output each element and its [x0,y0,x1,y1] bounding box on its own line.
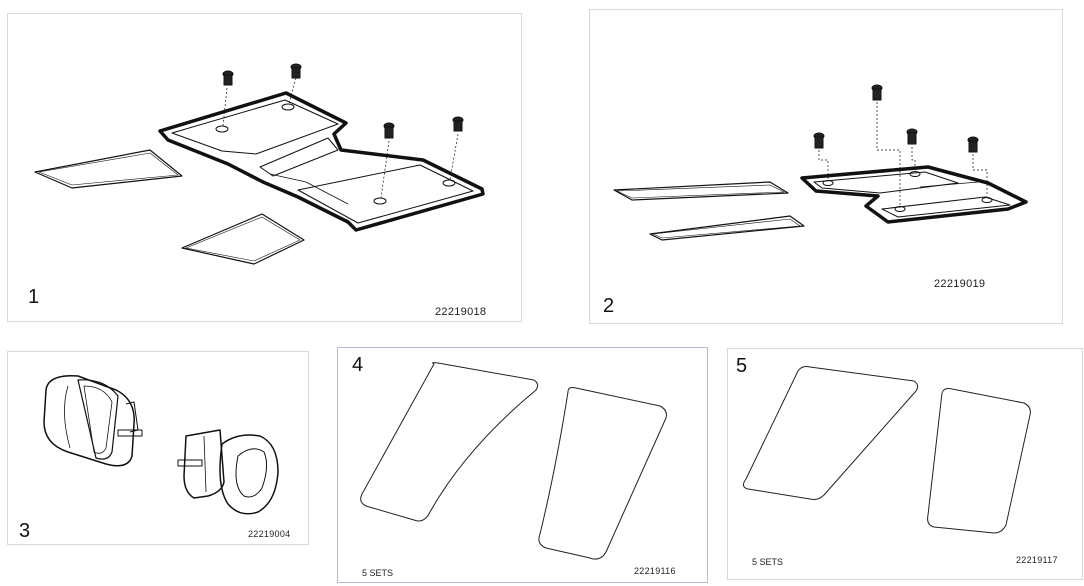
part-code: 22219116 [634,566,676,576]
panel-number: 2 [603,295,615,317]
sets-label: 5 SETS [752,557,784,567]
sets-label: 5 SETS [362,568,394,578]
clip-drawing [43,375,279,515]
part-code: 22219018 [435,306,487,318]
part-code: 22219019 [934,278,986,290]
screw-icon [967,136,979,153]
panel-2-gasket-kit: 2 22219019 [589,9,1063,324]
screw-icon [871,84,883,101]
panel-number: 3 [19,520,31,542]
screw-icon [290,63,302,79]
pad-shape-right [927,388,1031,534]
panel-number: 1 [28,286,40,308]
panel-4-pad-set: 4 5 SETS 22219116 [337,347,708,583]
screw-icon [222,70,234,86]
panel-number: 4 [352,354,364,376]
panel-1-gasket-kit: 1 22219018 [7,13,522,322]
pad-shape-left [742,366,919,500]
clip-icon [177,429,279,515]
panel-number: 5 [736,355,748,377]
part-code: 22219117 [1016,555,1058,565]
screw-icon [452,116,464,132]
panel-5-pad-set: 5 5 SETS 22219117 [727,348,1083,580]
pad-shape-left [360,362,539,522]
screw-icon [813,132,825,149]
pad-drawing [360,362,667,560]
gasket-assembly-drawing [34,63,485,265]
part-code: 22219004 [248,529,291,539]
pad-drawing [742,366,1031,534]
pad-shape-right [538,387,667,560]
clip-icon [43,375,143,467]
screw-icon [906,128,918,145]
screw-icon [383,122,395,139]
gasket-assembly-drawing [613,84,1028,241]
panel-3-clip-kit: 3 22219004 [7,351,309,545]
